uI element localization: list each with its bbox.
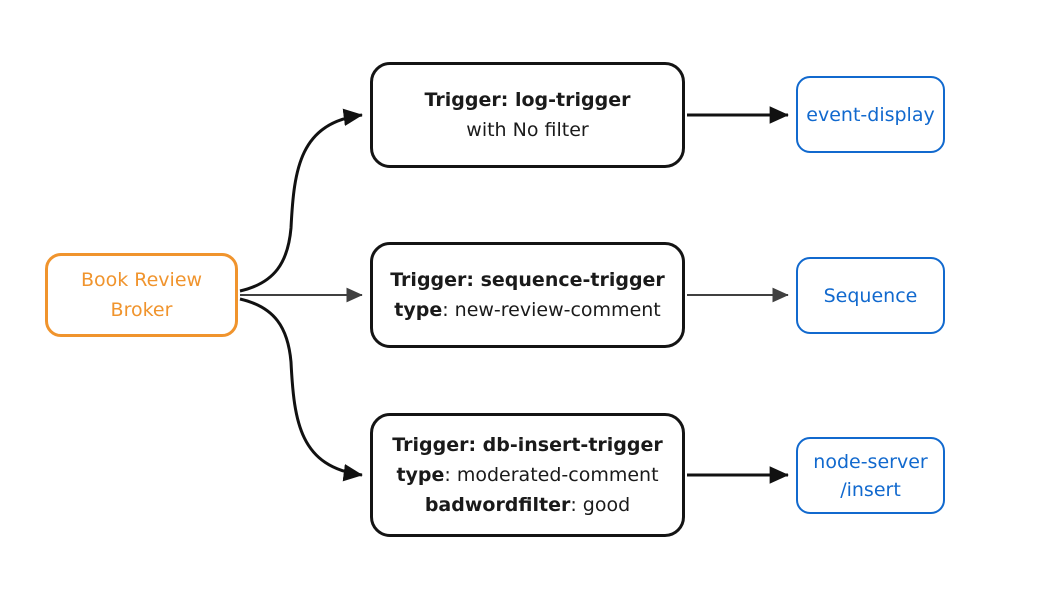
edge-broker-to-log-trigger — [239, 108, 363, 293]
trigger-filter-line: type: moderated-comment — [396, 460, 658, 490]
sink-label-line1: node-server — [813, 450, 928, 473]
filter-value: with No filter — [466, 119, 589, 141]
sink-node-event-display: event-display — [796, 76, 945, 153]
trigger-filter-line: badwordfilter: good — [425, 490, 630, 520]
broker-label-line1: Book Review — [80, 269, 203, 291]
filter-value: : new-review-comment — [442, 299, 661, 321]
trigger-node-sequence: Trigger: sequence-trigger type: new-revi… — [370, 242, 685, 348]
filter-key: badwordfilter — [424, 494, 571, 516]
sink-label: Sequence — [823, 284, 918, 307]
sink-label: event-display — [806, 103, 935, 126]
sink-node-node-server: node-server /insert — [796, 437, 945, 514]
trigger-node-db-insert: Trigger: db-insert-trigger type: moderat… — [370, 413, 685, 537]
filter-key: type — [396, 464, 445, 486]
edge-broker-to-db-insert-trigger — [239, 297, 363, 482]
broker-node: Book Review Broker — [45, 253, 238, 337]
filter-value: : good — [570, 494, 631, 516]
trigger-title: Trigger: sequence-trigger — [390, 269, 665, 291]
trigger-filter-line: type: new-review-comment — [394, 295, 661, 325]
trigger-filter-line: with No filter — [466, 115, 588, 145]
trigger-title: Trigger: log-trigger — [424, 89, 631, 111]
sink-node-sequence: Sequence — [796, 257, 945, 334]
sink-label-line2: /insert — [840, 478, 901, 501]
filter-value: : moderated-comment — [444, 464, 659, 486]
broker-label-line2: Broker — [110, 299, 173, 321]
trigger-node-log: Trigger: log-trigger with No filter — [370, 62, 685, 168]
trigger-title: Trigger: db-insert-trigger — [392, 434, 663, 456]
filter-key: type — [394, 299, 443, 321]
